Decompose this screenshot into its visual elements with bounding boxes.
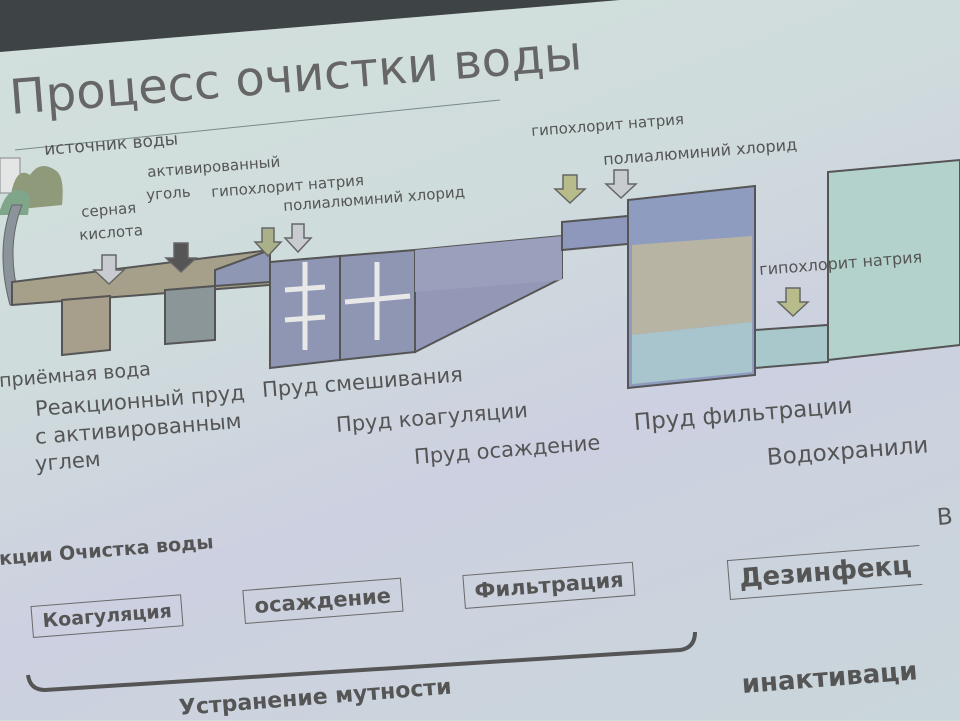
arrow-down-icon <box>604 169 638 200</box>
arrow-down-icon <box>776 287 810 318</box>
filter-media <box>632 236 752 335</box>
arrow-down-icon <box>253 227 283 258</box>
turbidity-brace <box>26 631 697 693</box>
arrow-down-icon <box>553 174 587 205</box>
label-reservoir-b: В <box>935 503 954 531</box>
dosing-arrows <box>92 169 810 318</box>
title-underline <box>14 99 501 151</box>
water-source-icon <box>0 157 63 306</box>
arrow-down-icon <box>283 223 313 254</box>
label-reaction-pond-3: углем <box>34 446 102 476</box>
reservoir <box>827 158 960 362</box>
label-activated-carbon-2: уголь <box>145 182 192 204</box>
screen-top-edge <box>0 0 620 52</box>
arrow-down-icon <box>164 242 198 274</box>
arrow-down-icon <box>92 254 126 286</box>
mixer-icons <box>284 262 411 350</box>
